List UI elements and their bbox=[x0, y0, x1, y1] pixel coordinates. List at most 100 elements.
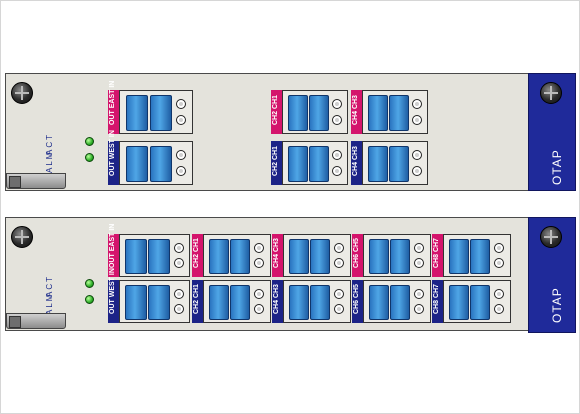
fiber-port-icon[interactable] bbox=[494, 289, 504, 299]
port-ch2-ch1-top[interactable]: CH2 CH1 bbox=[192, 234, 271, 277]
side-screw-icon[interactable] bbox=[540, 226, 562, 248]
ejector-tab[interactable] bbox=[9, 316, 21, 328]
fiber-port-icon[interactable] bbox=[254, 304, 264, 314]
lc-connector-icon[interactable] bbox=[150, 146, 172, 182]
card-otap-1[interactable]: ACT ALM OUT EAST IN OUT WEST IN bbox=[5, 73, 576, 191]
lc-connector-icon[interactable] bbox=[150, 95, 172, 131]
lc-connector-icon[interactable] bbox=[449, 285, 469, 320]
port-west[interactable]: OUT WEST IN bbox=[108, 268, 190, 323]
ejector-lever[interactable] bbox=[6, 173, 66, 189]
port-housing bbox=[283, 280, 351, 323]
lc-connector-icon[interactable] bbox=[368, 146, 388, 182]
side-screw-icon[interactable] bbox=[540, 82, 562, 104]
lc-connector-icon[interactable] bbox=[289, 285, 309, 320]
fiber-port-icon[interactable] bbox=[254, 258, 264, 268]
fiber-port-icon[interactable] bbox=[334, 304, 344, 314]
lc-connector-icon[interactable] bbox=[310, 285, 330, 320]
lc-connector-icon[interactable] bbox=[369, 239, 389, 274]
fiber-port-icon[interactable] bbox=[414, 304, 424, 314]
lc-connector-icon[interactable] bbox=[449, 239, 469, 274]
fiber-port-icon[interactable] bbox=[332, 150, 342, 160]
port-ch2-ch1-bottom[interactable]: CH2 CH1 bbox=[192, 280, 271, 323]
fiber-port-icon[interactable] bbox=[174, 243, 184, 253]
lc-connector-icon[interactable] bbox=[389, 146, 409, 182]
fiber-port-icon[interactable] bbox=[176, 166, 186, 176]
fiber-port-icon[interactable] bbox=[332, 115, 342, 125]
fiber-port-icon[interactable] bbox=[414, 258, 424, 268]
port-housing bbox=[363, 280, 431, 323]
lc-connector-icon[interactable] bbox=[389, 95, 409, 131]
fiber-port-icon[interactable] bbox=[494, 304, 504, 314]
card-otap-2[interactable]: ACT ALM OUT EAST IN OUT WEST IN bbox=[5, 217, 576, 335]
fiber-port-icon[interactable] bbox=[176, 115, 186, 125]
fiber-port-icon[interactable] bbox=[176, 150, 186, 160]
port-west[interactable]: OUT WEST IN bbox=[108, 130, 193, 185]
lc-connector-icon[interactable] bbox=[309, 146, 329, 182]
lc-connector-icon[interactable] bbox=[148, 285, 170, 320]
fiber-port-icon[interactable] bbox=[412, 115, 422, 125]
lc-connector-icon[interactable] bbox=[125, 239, 147, 274]
ejector-tab[interactable] bbox=[9, 176, 21, 188]
port-ch4-ch3-top[interactable]: CH4 CH3 bbox=[272, 234, 351, 277]
fiber-port-icon[interactable] bbox=[254, 289, 264, 299]
fiber-port-icon[interactable] bbox=[414, 289, 424, 299]
lc-connector-icon[interactable] bbox=[230, 285, 250, 320]
lc-connector-icon[interactable] bbox=[125, 285, 147, 320]
fiber-port-icon[interactable] bbox=[412, 99, 422, 109]
port-label: CH2 CH1 bbox=[272, 146, 279, 176]
port-east[interactable]: OUT EAST IN bbox=[108, 81, 193, 134]
port-ch4-ch3-bottom[interactable]: CH4 CH3 bbox=[272, 280, 351, 323]
fiber-port-icon[interactable] bbox=[332, 166, 342, 176]
fiber-port-icon[interactable] bbox=[334, 289, 344, 299]
lc-connector-icon[interactable] bbox=[470, 285, 490, 320]
port-ch6-ch5-top[interactable]: CH6 CH5 bbox=[352, 234, 431, 277]
port-ch6-ch5-bottom[interactable]: CH6 CH5 bbox=[352, 280, 431, 323]
lc-connector-icon[interactable] bbox=[126, 95, 148, 131]
port-east[interactable]: OUT EAST IN bbox=[108, 224, 190, 277]
lc-connector-icon[interactable] bbox=[470, 239, 490, 274]
faceplate-screw-icon[interactable] bbox=[11, 226, 33, 248]
lc-connector-icon[interactable] bbox=[368, 95, 388, 131]
lc-connector-icon[interactable] bbox=[230, 239, 250, 274]
port-label-tab: CH4 CH3 bbox=[351, 141, 362, 185]
port-label: CH6 CH5 bbox=[353, 238, 360, 268]
fiber-port-icon[interactable] bbox=[334, 243, 344, 253]
lc-connector-icon[interactable] bbox=[288, 146, 308, 182]
fiber-port-icon[interactable] bbox=[494, 258, 504, 268]
fiber-port-icon[interactable] bbox=[494, 243, 504, 253]
ejector-lever[interactable] bbox=[6, 313, 66, 329]
lc-connector-icon[interactable] bbox=[209, 285, 229, 320]
fiber-port-icon[interactable] bbox=[414, 243, 424, 253]
lc-connector-icon[interactable] bbox=[390, 285, 410, 320]
lc-connector-icon[interactable] bbox=[126, 146, 148, 182]
lc-connector-icon[interactable] bbox=[148, 239, 170, 274]
fiber-port-icon[interactable] bbox=[334, 258, 344, 268]
lc-connector-icon[interactable] bbox=[288, 95, 308, 131]
lc-connector-icon[interactable] bbox=[209, 239, 229, 274]
lc-connector-icon[interactable] bbox=[289, 239, 309, 274]
fiber-port-icon[interactable] bbox=[412, 150, 422, 160]
port-ch8-ch7-top[interactable]: CH8 CH7 bbox=[432, 234, 511, 277]
fiber-port-icon[interactable] bbox=[332, 99, 342, 109]
port-label-tab: OUT WEST IN bbox=[108, 130, 119, 185]
lc-connector-icon[interactable] bbox=[369, 285, 389, 320]
port-label-tab: CH4 CH3 bbox=[272, 280, 283, 323]
port-ch8-ch7-bottom[interactable]: CH8 CH7 bbox=[432, 280, 511, 323]
port-label: CH8 CH7 bbox=[433, 238, 440, 268]
fiber-port-icon[interactable] bbox=[412, 166, 422, 176]
fiber-port-icon[interactable] bbox=[176, 99, 186, 109]
port-housing bbox=[282, 90, 348, 134]
port-label: CH4 CH3 bbox=[352, 95, 359, 125]
port-ch2-ch1-bottom[interactable]: CH2 CH1 bbox=[271, 141, 348, 185]
lc-connector-icon[interactable] bbox=[390, 239, 410, 274]
port-ch4-ch3-top[interactable]: CH4 CH3 bbox=[351, 90, 428, 134]
fiber-port-icon[interactable] bbox=[174, 289, 184, 299]
faceplate-screw-icon[interactable] bbox=[11, 82, 33, 104]
lc-connector-icon[interactable] bbox=[310, 239, 330, 274]
lc-connector-icon[interactable] bbox=[309, 95, 329, 131]
fiber-port-icon[interactable] bbox=[174, 258, 184, 268]
fiber-port-icon[interactable] bbox=[254, 243, 264, 253]
port-ch2-ch1-top[interactable]: CH2 CH1 bbox=[271, 90, 348, 134]
port-ch4-ch3-bottom[interactable]: CH4 CH3 bbox=[351, 141, 428, 185]
fiber-port-icon[interactable] bbox=[174, 304, 184, 314]
